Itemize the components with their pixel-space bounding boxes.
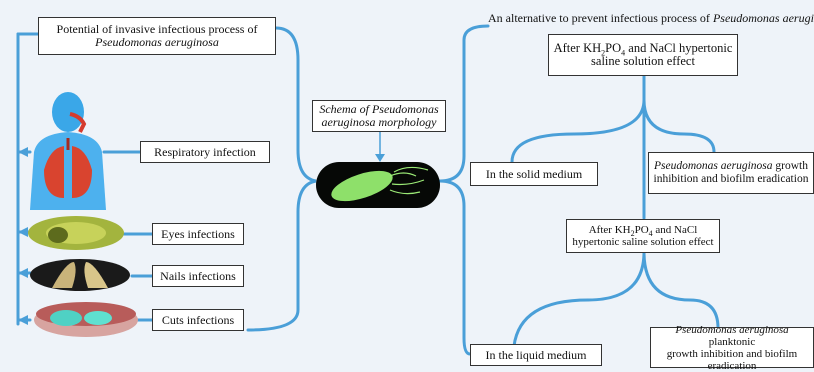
solid-result-line1: Pseudomonas aeruginosa growth xyxy=(654,160,808,172)
cuts-infections-label: Cuts infections xyxy=(152,309,244,331)
nails-illustration xyxy=(30,259,130,291)
nails-infections-text: Nails infections xyxy=(160,268,236,283)
alternative-title: An alternative to prevent infectious pro… xyxy=(488,12,814,25)
eyes-infections-text: Eyes infections xyxy=(161,226,235,241)
solid-result-box: Pseudomonas aeruginosa growth inhibition… xyxy=(648,152,814,194)
effect-mid-box: After KH2PO4 and NaCl hypertonic saline … xyxy=(566,219,720,253)
right-bracket xyxy=(438,24,490,183)
nails-infections-label: Nails infections xyxy=(152,265,244,287)
liquid-medium-box: In the liquid medium xyxy=(470,344,602,366)
solid-medium-box: In the solid medium xyxy=(470,162,598,186)
respiratory-illustration xyxy=(30,92,106,210)
effect-top-box: After KH2PO4 and NaCl hypertonic saline … xyxy=(548,34,738,76)
morphology-label: Schema of Pseudomonas aeruginosa morphol… xyxy=(312,100,446,132)
bacterium-illustration xyxy=(316,162,440,208)
morphology-line1: Schema of Pseudomonas xyxy=(319,102,439,116)
liquid-result-line2: growth inhibition and biofilm xyxy=(666,347,798,360)
invasive-process-line1: Potential of invasive infectious process… xyxy=(56,22,258,36)
liquid-medium-text: In the liquid medium xyxy=(485,347,587,362)
morphology-line2: aeruginosa morphology xyxy=(321,115,437,129)
alternative-title-species: Pseudomonas aeruginosa xyxy=(712,11,814,25)
solid-result-line2: inhibition and biofilm eradication xyxy=(653,173,809,185)
effect-mid-line1: After KH2PO4 and NaCl xyxy=(588,224,698,239)
center-brace xyxy=(246,26,317,332)
cuts-infections-text: Cuts infections xyxy=(161,312,235,327)
eye-illustration xyxy=(28,216,124,250)
solid-medium-text: In the solid medium xyxy=(485,166,583,181)
invasive-process-title: Potential of invasive infectious process… xyxy=(38,17,276,55)
liquid-result-line3: eradication xyxy=(707,359,757,372)
effect-top-line1: After KH2PO4 and NaCl hypertonic xyxy=(553,41,733,58)
effect-top-line2: saline solution effect xyxy=(591,54,695,68)
liquid-result-line1: Pseudomonas aeruginosa planktonic xyxy=(675,323,789,348)
respiratory-infection-text: Respiratory infection xyxy=(154,144,256,159)
cut-illustration xyxy=(34,302,138,337)
liquid-result-box: Pseudomonas aeruginosa planktonic growth… xyxy=(650,323,814,372)
alternative-title-prefix: An alternative to prevent infectious pro… xyxy=(488,11,713,25)
eyes-infections-label: Eyes infections xyxy=(152,223,244,245)
effect-mid-line2: hypertonic saline solution effect xyxy=(572,236,714,248)
invasive-process-line2: Pseudomonas aeruginosa xyxy=(95,35,219,49)
respiratory-infection-label: Respiratory infection xyxy=(140,141,270,163)
